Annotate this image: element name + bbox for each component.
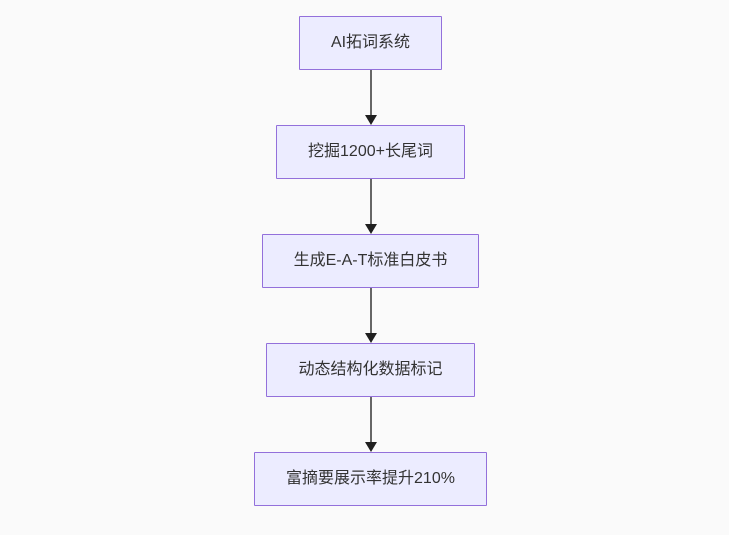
edge-2	[364, 179, 377, 234]
edge-line-3	[369, 288, 372, 334]
edge-line-1	[369, 70, 372, 116]
flow-node-eat-whitepaper: 生成E-A-T标准白皮书	[261, 234, 480, 288]
arrowhead-down-icon	[364, 333, 377, 343]
edge-4	[364, 397, 377, 452]
flow-node-ai-keyword-system: AI拓词系统	[298, 16, 443, 70]
arrowhead-down-icon	[364, 115, 377, 125]
edge-1	[364, 70, 377, 125]
edge-line-4	[369, 397, 372, 443]
edge-3	[364, 288, 377, 343]
edge-line-2	[369, 179, 372, 225]
flow-node-structured-data-markup: 动态结构化数据标记	[266, 343, 475, 397]
flow-node-longtail-mining: 挖掘1200+长尾词	[276, 125, 465, 179]
arrowhead-down-icon	[364, 442, 377, 452]
flowchart: AI拓词系统 挖掘1200+长尾词 生成E-A-T标准白皮书 动态结构化数据标记…	[254, 0, 487, 535]
arrowhead-down-icon	[364, 224, 377, 234]
flow-node-rich-snippet-rate: 富摘要展示率提升210%	[254, 452, 487, 506]
